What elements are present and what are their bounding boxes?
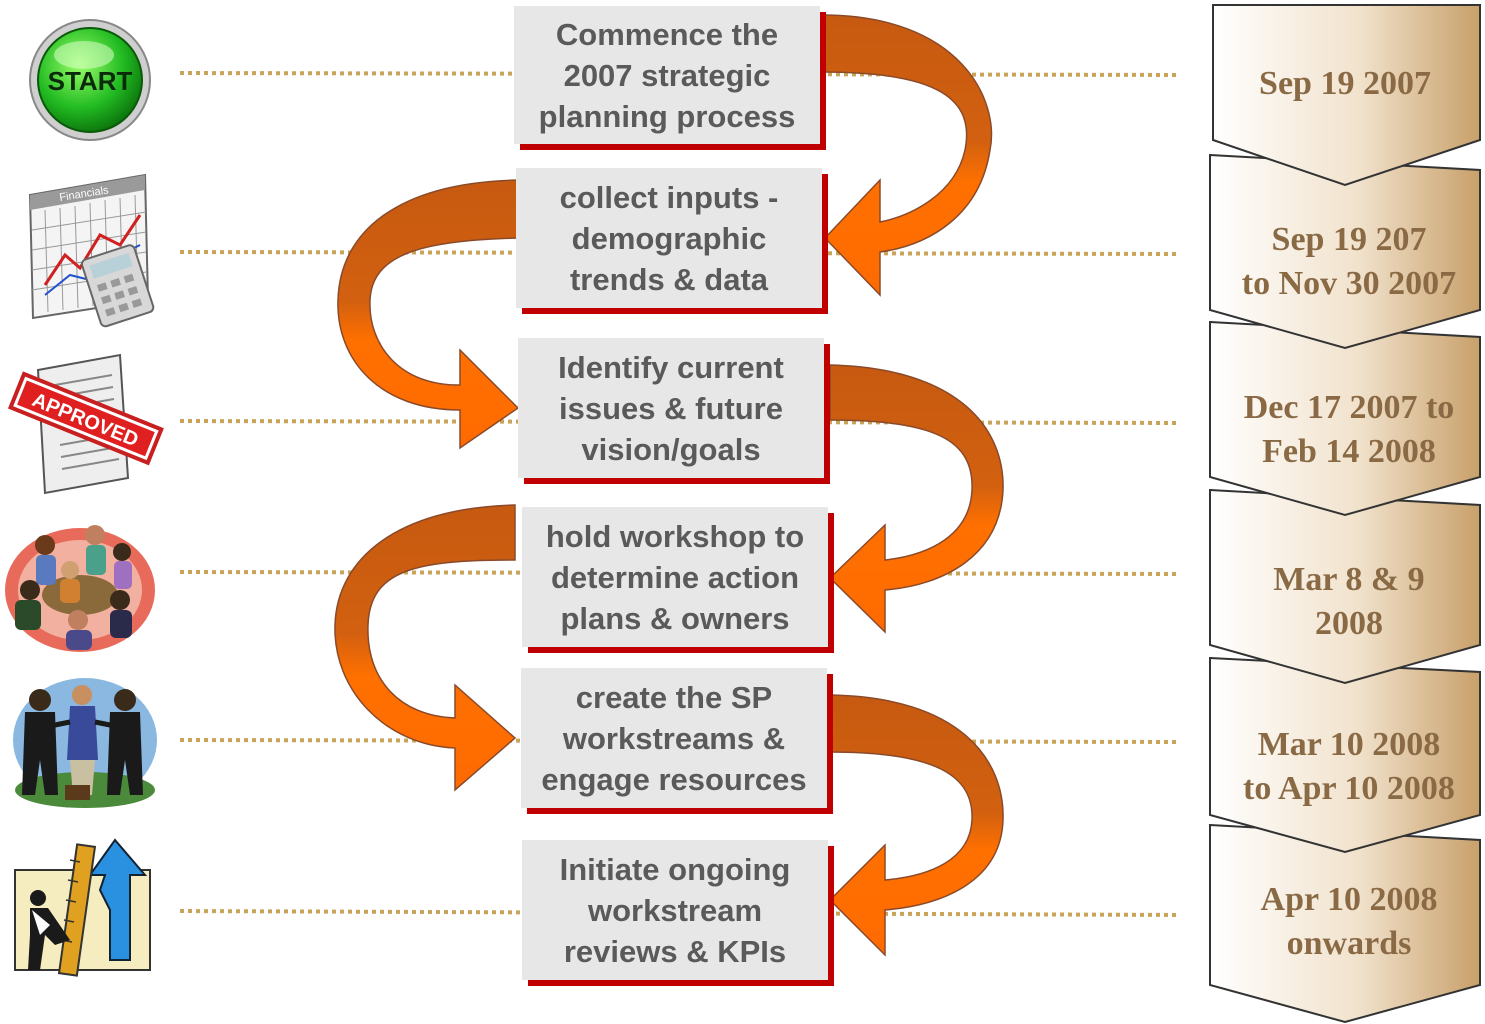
step-box-5: create the SP workstreams & engage resou…: [521, 668, 827, 808]
dotted-line-1: [179, 71, 1181, 77]
date-chevron-6: [1209, 823, 1481, 1024]
financials-chart-icon: Financials: [28, 173, 155, 328]
date-chevron-1: [1212, 4, 1481, 187]
dotted-lines: [179, 71, 1181, 917]
flow-arrow-4: [334, 504, 517, 792]
date-chevron-2: [1209, 153, 1481, 350]
date-label-3: Dec 17 2007 to Feb 14 2008: [1243, 389, 1455, 470]
growth-arrow-icon: [14, 838, 151, 977]
team-handshake-icon: [13, 678, 157, 808]
date-label-4: Mar 8 & 9 2008: [1273, 561, 1425, 642]
date-chevron-5: [1209, 656, 1481, 854]
date-label-6: Apr 10 2008 onwards: [1260, 881, 1438, 962]
step-box-3: Identify current issues & future vision/…: [518, 338, 824, 478]
dotted-line-5: [179, 738, 1181, 744]
start-icon-label: START: [48, 66, 133, 96]
step-box-2: collect inputs - demographic trends & da…: [516, 168, 822, 308]
date-label-2: Sep 19 207 to Nov 30 2007: [1241, 221, 1457, 302]
start-button-icon: START: [29, 19, 151, 141]
date-chevrons: [1209, 4, 1481, 1024]
step-box-4: hold workshop to determine action plans …: [522, 507, 828, 647]
flow-arrows: [334, 14, 1004, 957]
step-box-1: Commence the 2007 strategic planning pro…: [514, 6, 820, 144]
flow-arrow-3: [828, 364, 1004, 634]
approved-document-icon: APPROVED: [7, 353, 164, 495]
flow-arrow-2: [337, 179, 521, 450]
dotted-line-6: [179, 909, 1181, 917]
date-chevron-3: [1209, 320, 1481, 517]
step-box-6: Initiate ongoing workstream reviews & KP…: [522, 840, 828, 980]
dotted-line-4: [179, 570, 1181, 576]
date-chevron-4: [1209, 488, 1481, 685]
flow-arrow-5: [828, 694, 1004, 957]
flow-arrow-1: [821, 14, 993, 297]
dotted-line-2: [179, 250, 1181, 256]
workshop-meeting-icon: [5, 525, 155, 652]
date-label-1: Sep 19 2007: [1259, 65, 1431, 102]
date-label-5: Mar 10 2008 to Apr 10 2008: [1243, 726, 1455, 807]
dotted-line-3: [179, 419, 1181, 425]
